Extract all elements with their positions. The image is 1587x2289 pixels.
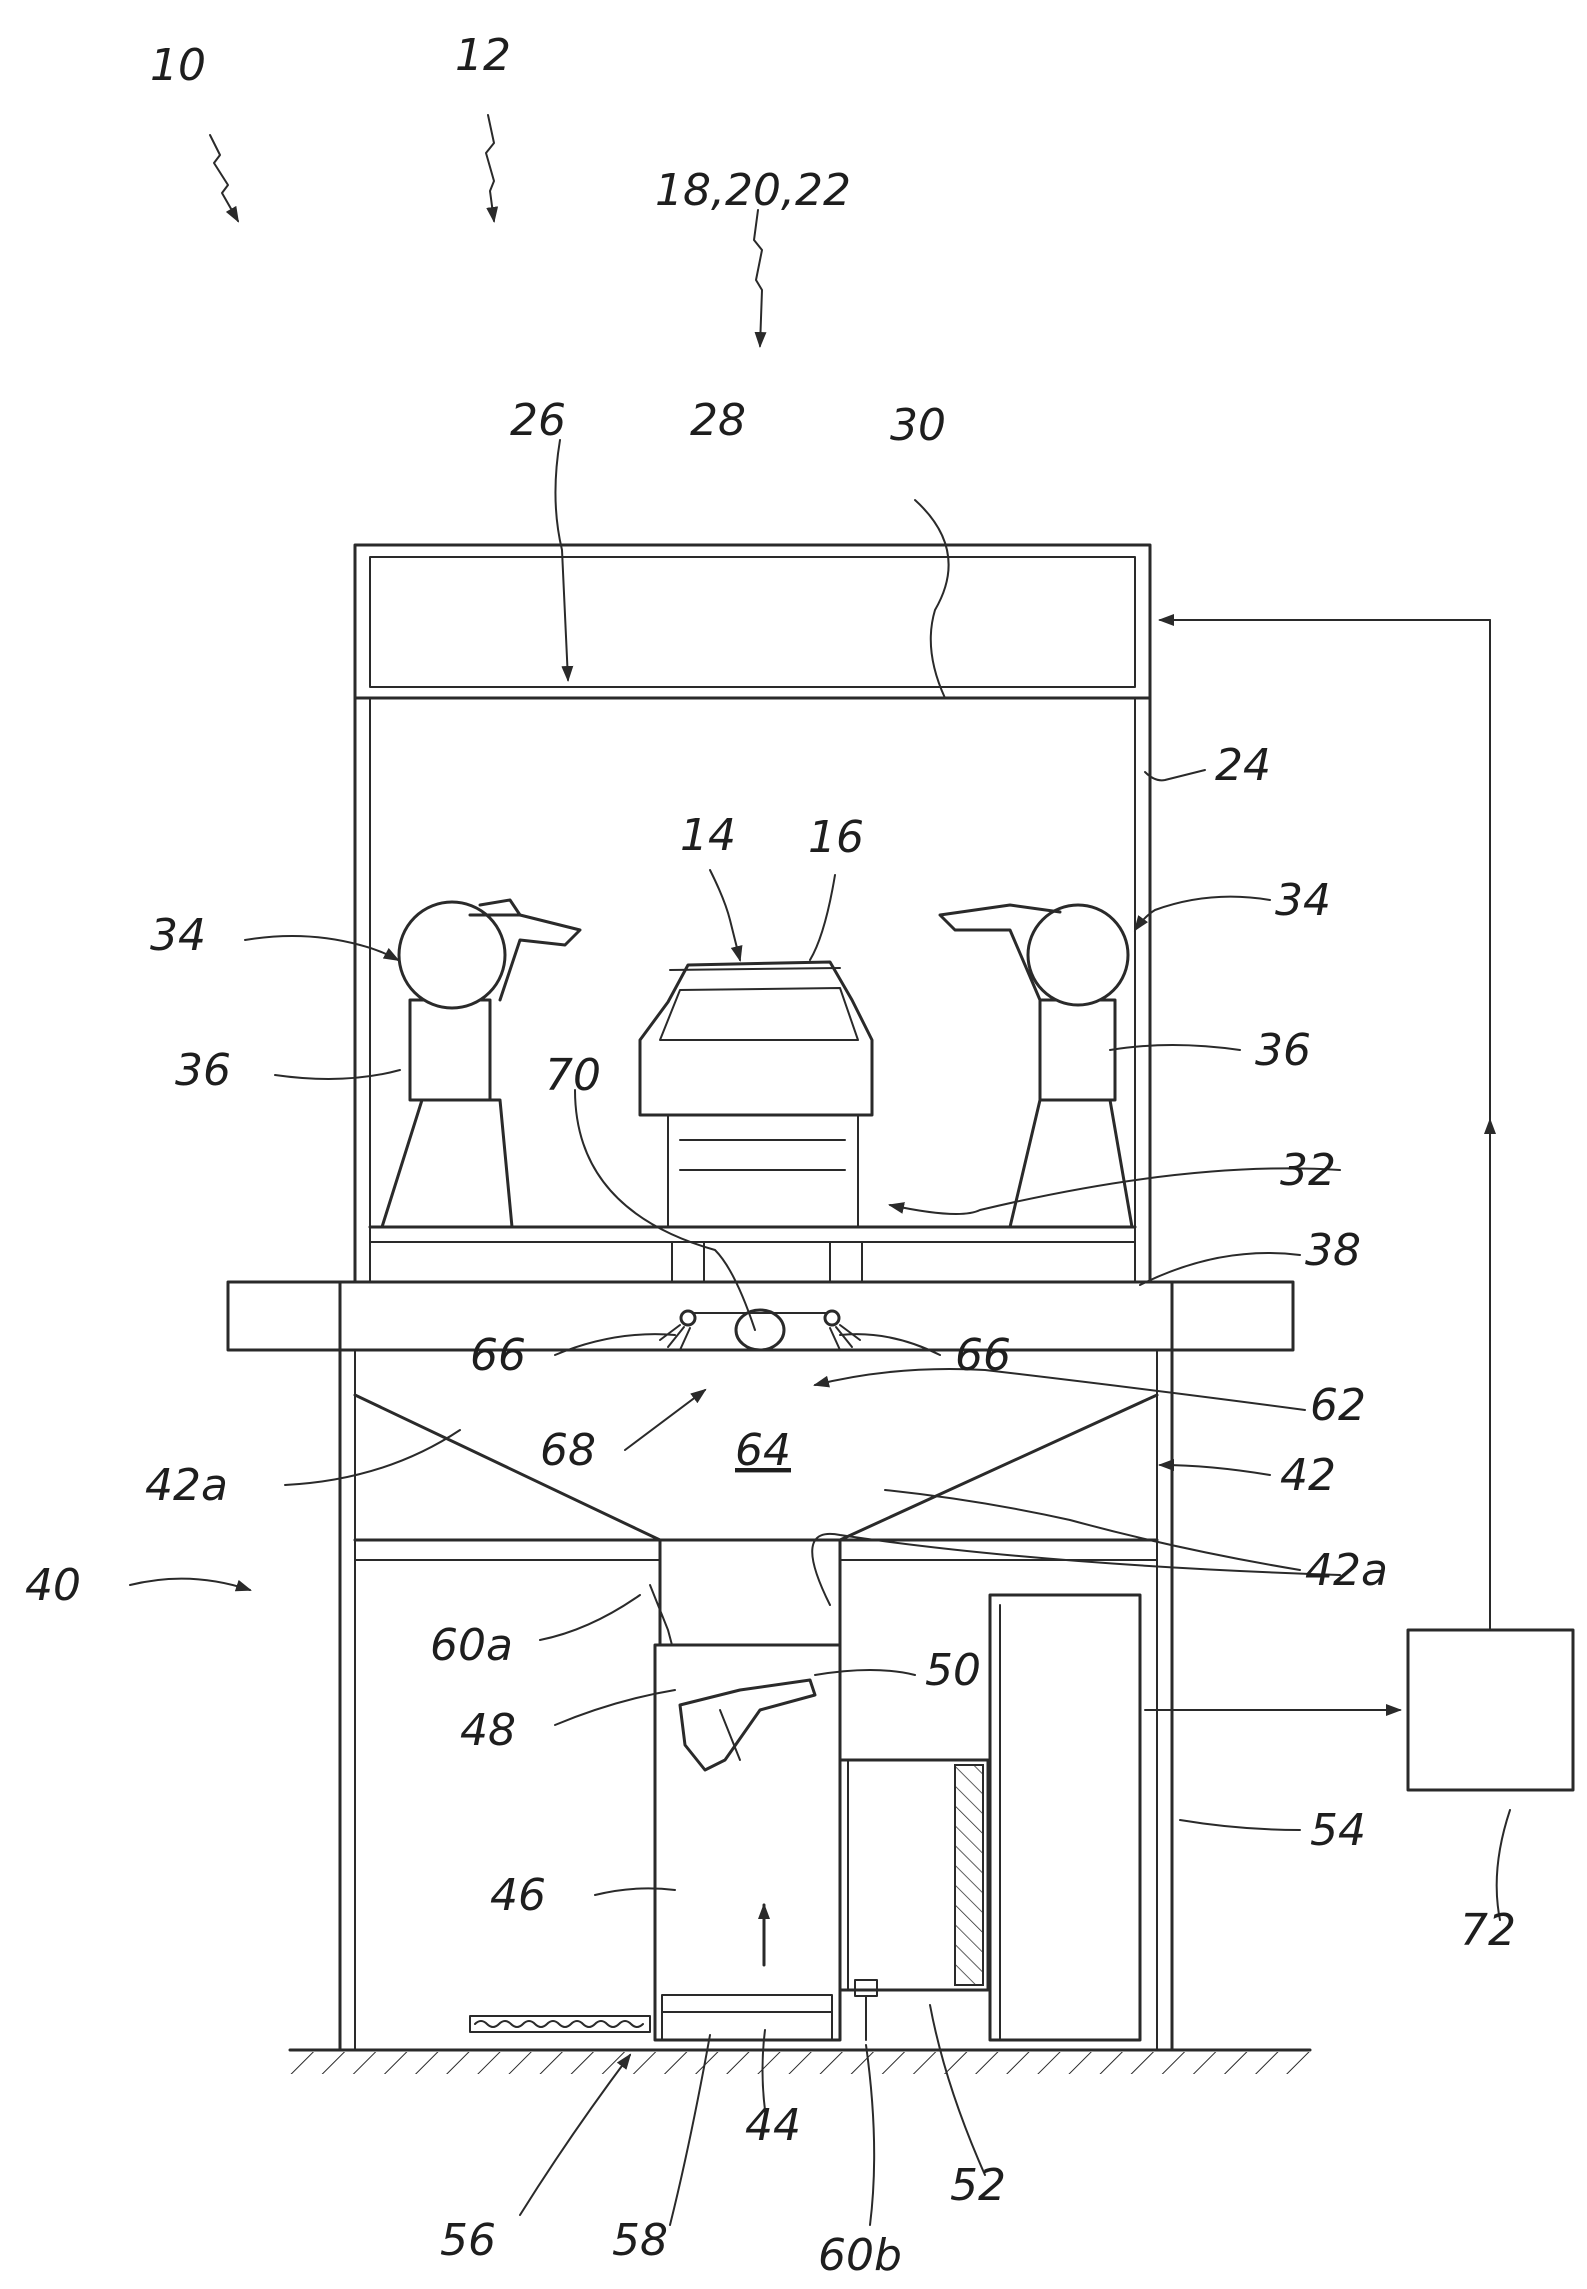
reference-arrows-top — [210, 115, 762, 346]
label-42a-left: 42a — [145, 1460, 228, 1511]
label-60b: 60b — [818, 2230, 902, 2281]
label-46: 46 — [490, 1870, 546, 1921]
label-62: 62 — [1310, 1380, 1366, 1431]
label-66-left: 66 — [470, 1330, 526, 1381]
label-26: 26 — [510, 395, 566, 446]
label-54: 54 — [1310, 1805, 1366, 1856]
label-44: 44 — [745, 2100, 801, 2151]
label-30: 30 — [890, 400, 946, 451]
label-36-right: 36 — [1255, 1025, 1311, 1076]
control-unit-72 — [1145, 620, 1573, 1790]
vehicle-body-16 — [640, 962, 872, 1282]
label-12: 12 — [455, 30, 511, 81]
label-64: 64 — [735, 1425, 791, 1476]
label-40: 40 — [25, 1560, 81, 1611]
ground — [290, 2050, 1310, 2074]
label-34-right: 34 — [1275, 875, 1331, 926]
filter-module-46 — [650, 1585, 840, 2040]
booth-upper — [228, 545, 1293, 1350]
reference-numerals: 10 12 18,20,22 26 28 30 24 14 16 34 34 3… — [25, 30, 1516, 2281]
label-56: 56 — [440, 2215, 496, 2266]
label-42a-right: 42a — [1305, 1545, 1388, 1596]
label-28: 28 — [690, 395, 746, 446]
label-52: 52 — [950, 2160, 1006, 2211]
nozzle-70 — [736, 1310, 784, 1350]
label-50: 50 — [925, 1645, 981, 1696]
label-38: 38 — [1305, 1225, 1361, 1276]
label-60a: 60a — [430, 1620, 513, 1671]
label-68: 68 — [540, 1425, 596, 1476]
robot-right-34 — [940, 905, 1132, 1227]
label-66-right: 66 — [955, 1330, 1011, 1381]
label-70: 70 — [545, 1050, 601, 1101]
label-42: 42 — [1280, 1450, 1336, 1501]
leader-lines — [130, 440, 1510, 2225]
label-36-left: 36 — [175, 1045, 231, 1096]
label-24: 24 — [1215, 740, 1271, 791]
label-48: 48 — [460, 1705, 516, 1756]
filter-52 — [840, 1760, 988, 2040]
label-72: 72 — [1460, 1905, 1516, 1956]
housing-54 — [990, 1595, 1140, 2040]
label-10: 10 — [150, 40, 206, 91]
floor-grate-58 — [470, 2016, 650, 2032]
label-14: 14 — [680, 810, 736, 861]
label-34-left: 34 — [150, 910, 206, 961]
plenum-28 — [355, 545, 1150, 698]
label-32: 32 — [1280, 1145, 1336, 1196]
label-58: 58 — [612, 2215, 668, 2266]
label-16: 16 — [808, 812, 864, 863]
label-18-20-22: 18,20,22 — [655, 165, 851, 216]
